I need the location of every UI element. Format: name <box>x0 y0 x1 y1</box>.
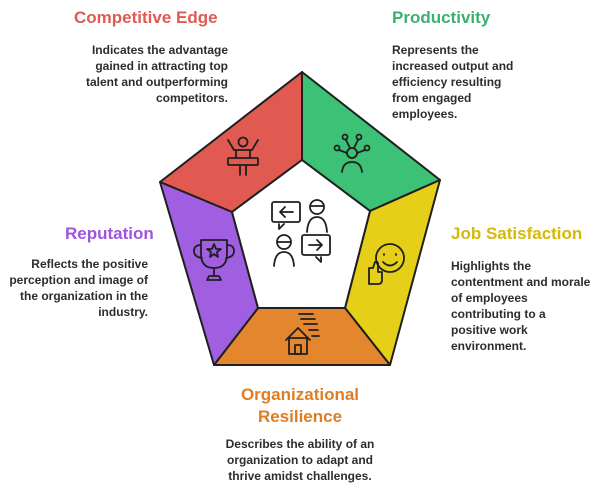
inner-pentagon <box>231 159 371 309</box>
reputation-title: Reputation <box>65 224 154 243</box>
job-satisfaction-title: Job Satisfaction <box>451 224 583 243</box>
productivity-desc: Represents the increased output and effi… <box>392 43 514 121</box>
reputation-desc: Reflects the positive perception and ima… <box>9 257 148 319</box>
winner-podium-icon <box>227 136 259 176</box>
house-shelter-icon <box>285 313 320 355</box>
trophy-star-icon <box>193 239 235 281</box>
competitive-edge-title: Competitive Edge <box>74 8 218 27</box>
organizational-resilience-desc: Describes the ability of an organization… <box>225 437 375 483</box>
competitive-edge-desc: Indicates the advantage gained in attrac… <box>86 43 228 105</box>
job-satisfaction-desc: Highlights the contentment and morale of… <box>451 259 591 353</box>
smile-thumbs-up-icon <box>368 243 405 285</box>
conversation-exchange-icon <box>271 199 331 267</box>
network-person-icon <box>333 133 371 173</box>
productivity-title: Productivity <box>392 8 491 27</box>
organizational-resilience-title: Organizational Resilience <box>240 385 360 426</box>
